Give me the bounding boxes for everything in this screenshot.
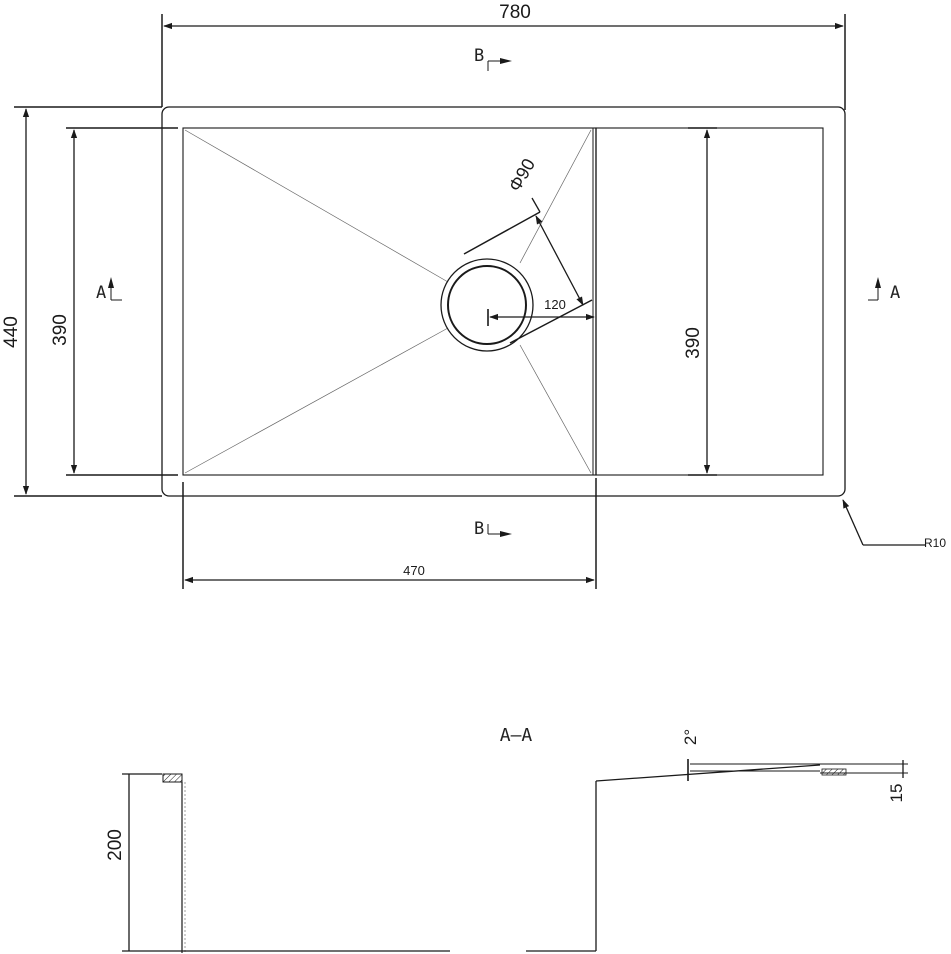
section-marker-b-bottom-label: B	[474, 519, 484, 539]
dimension-bowl-width-label: 470	[403, 563, 425, 578]
dimension-bowl-height-left: 390	[50, 127, 178, 476]
section-marker-b-bottom: B	[474, 519, 512, 539]
section-marker-b-top: B	[474, 46, 512, 71]
section-marker-a-right: A	[868, 277, 900, 303]
section-marker-a-left-label: A	[96, 283, 106, 303]
dimension-slope-angle-label: 2°	[681, 729, 700, 745]
section-marker-a-left: A	[96, 277, 122, 303]
drainboard-outline	[595, 127, 824, 476]
dimension-bowl-height-left-label: 390	[50, 314, 71, 346]
sink-outer-outline	[161, 106, 846, 497]
dimension-section-depth-label: 200	[105, 829, 126, 861]
dimension-bowl-height-right: 390	[683, 127, 717, 476]
plan-view: 780 440 390 390 470	[1, 2, 946, 589]
bowl-outline	[182, 127, 597, 476]
section-marker-b-top-label: B	[474, 46, 484, 66]
dimension-overall-height: 440	[1, 106, 162, 497]
bowl-slope-lines	[184, 129, 592, 474]
dimension-rim-thickness: 15	[887, 763, 908, 803]
section-drainboard-slope	[595, 764, 821, 782]
dimension-overall-width-label: 780	[499, 2, 531, 23]
dimension-drain-diameter-label: Φ90	[505, 155, 540, 195]
dimension-drain-offset-label: 120	[544, 297, 566, 312]
dimension-slope-angle: 2°	[681, 729, 700, 781]
section-right-rim-hatch	[821, 768, 847, 776]
section-left-rim-hatch	[162, 773, 183, 783]
corner-radius-callout: R10	[842, 499, 946, 550]
section-title: A–A	[500, 725, 533, 746]
section-view: A–A 2° 15 200	[105, 725, 908, 953]
dimension-bowl-width: 470	[182, 478, 597, 589]
dimension-rim-thickness-label: 15	[887, 784, 906, 803]
section-marker-a-right-label: A	[890, 283, 900, 303]
dimension-bowl-height-right-label: 390	[683, 327, 704, 359]
dimension-overall-width: 780	[161, 2, 846, 110]
dimension-overall-height-label: 440	[1, 316, 22, 348]
corner-radius-label: R10	[924, 536, 946, 550]
dimension-section-depth: 200	[105, 773, 182, 952]
drain-inner-ring	[447, 265, 527, 345]
